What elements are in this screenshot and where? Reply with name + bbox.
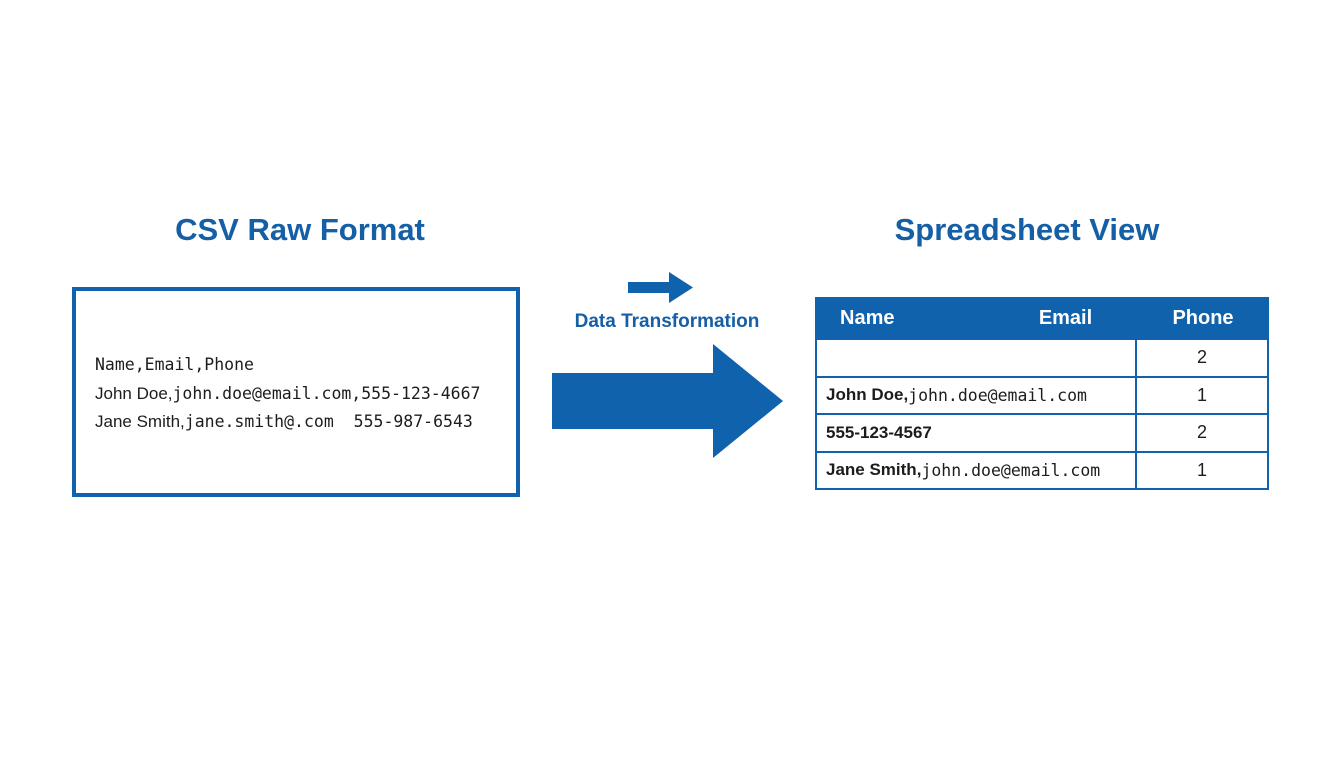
spreadsheet-view-title: Spreadsheet View bbox=[894, 212, 1160, 247]
csv-line-1-rest: Name,Email,Phone bbox=[95, 355, 254, 374]
table-cell-phone: 2 bbox=[1135, 340, 1267, 376]
cell-text-sans: 555-123-4567 bbox=[826, 422, 932, 442]
table-row: 2 bbox=[817, 338, 1267, 376]
column-header-email: Email bbox=[1038, 307, 1093, 329]
table-cell-phone: 1 bbox=[1135, 377, 1267, 413]
table-cell-name-email: Jane Smith,john.doe@email.com bbox=[817, 453, 1135, 489]
column-header-name: Name bbox=[840, 307, 895, 329]
csv-line-2-name: John Doe, bbox=[95, 383, 173, 403]
csv-raw-box: Name,Email,Phone John Doe,john.doe@email… bbox=[72, 287, 520, 497]
csv-raw-format-title: CSV Raw Format bbox=[175, 212, 425, 247]
column-header-phone: Phone bbox=[1172, 307, 1234, 329]
csv-line-john: John Doe,john.doe@email.com,555-123-4667 bbox=[95, 380, 516, 409]
table-cell-name-email: John Doe,john.doe@email.com bbox=[817, 378, 1135, 414]
csv-content: Name,Email,Phone John Doe,john.doe@email… bbox=[76, 291, 516, 437]
csv-line-2-rest: john.doe@email.com,555-123-4667 bbox=[172, 383, 481, 403]
csv-line-jane: Jane Smith,jane.smith@.com 555-987-6543 bbox=[95, 408, 516, 437]
table-cell-phone: 1 bbox=[1135, 452, 1267, 488]
big-arrow-right-icon bbox=[552, 344, 783, 458]
table-cell-phone: 2 bbox=[1135, 415, 1267, 451]
csv-line-header: Name,Email,Phone bbox=[95, 351, 516, 380]
table-cell-name-email bbox=[817, 340, 1135, 376]
table-row: 555-123-4567 2 bbox=[817, 413, 1267, 451]
table-row: John Doe,john.doe@email.com 1 bbox=[817, 375, 1267, 414]
spreadsheet-table: Name Email Phone 2 John Doe,john.doe@ema… bbox=[815, 297, 1269, 490]
cell-text-mono: john.doe@email.com bbox=[908, 385, 1087, 405]
data-transformation-label: Data Transformation bbox=[574, 311, 760, 332]
table-header-row: Name Email Phone bbox=[817, 299, 1267, 338]
arrow-right-icon bbox=[628, 272, 693, 303]
csv-line-3-name: Jane Smith, bbox=[95, 412, 185, 431]
cell-text-sans: Jane Smith, bbox=[826, 460, 922, 480]
cell-text-sans: John Doe, bbox=[826, 385, 909, 405]
table-cell-name-email: 555-123-4567 bbox=[817, 415, 1135, 451]
csv-line-3-rest: jane.smith@.com 555-987-6543 bbox=[184, 412, 473, 431]
table-row: Jane Smith,john.doe@email.com 1 bbox=[817, 450, 1267, 489]
cell-text-mono: john.doe@email.com bbox=[921, 460, 1101, 480]
